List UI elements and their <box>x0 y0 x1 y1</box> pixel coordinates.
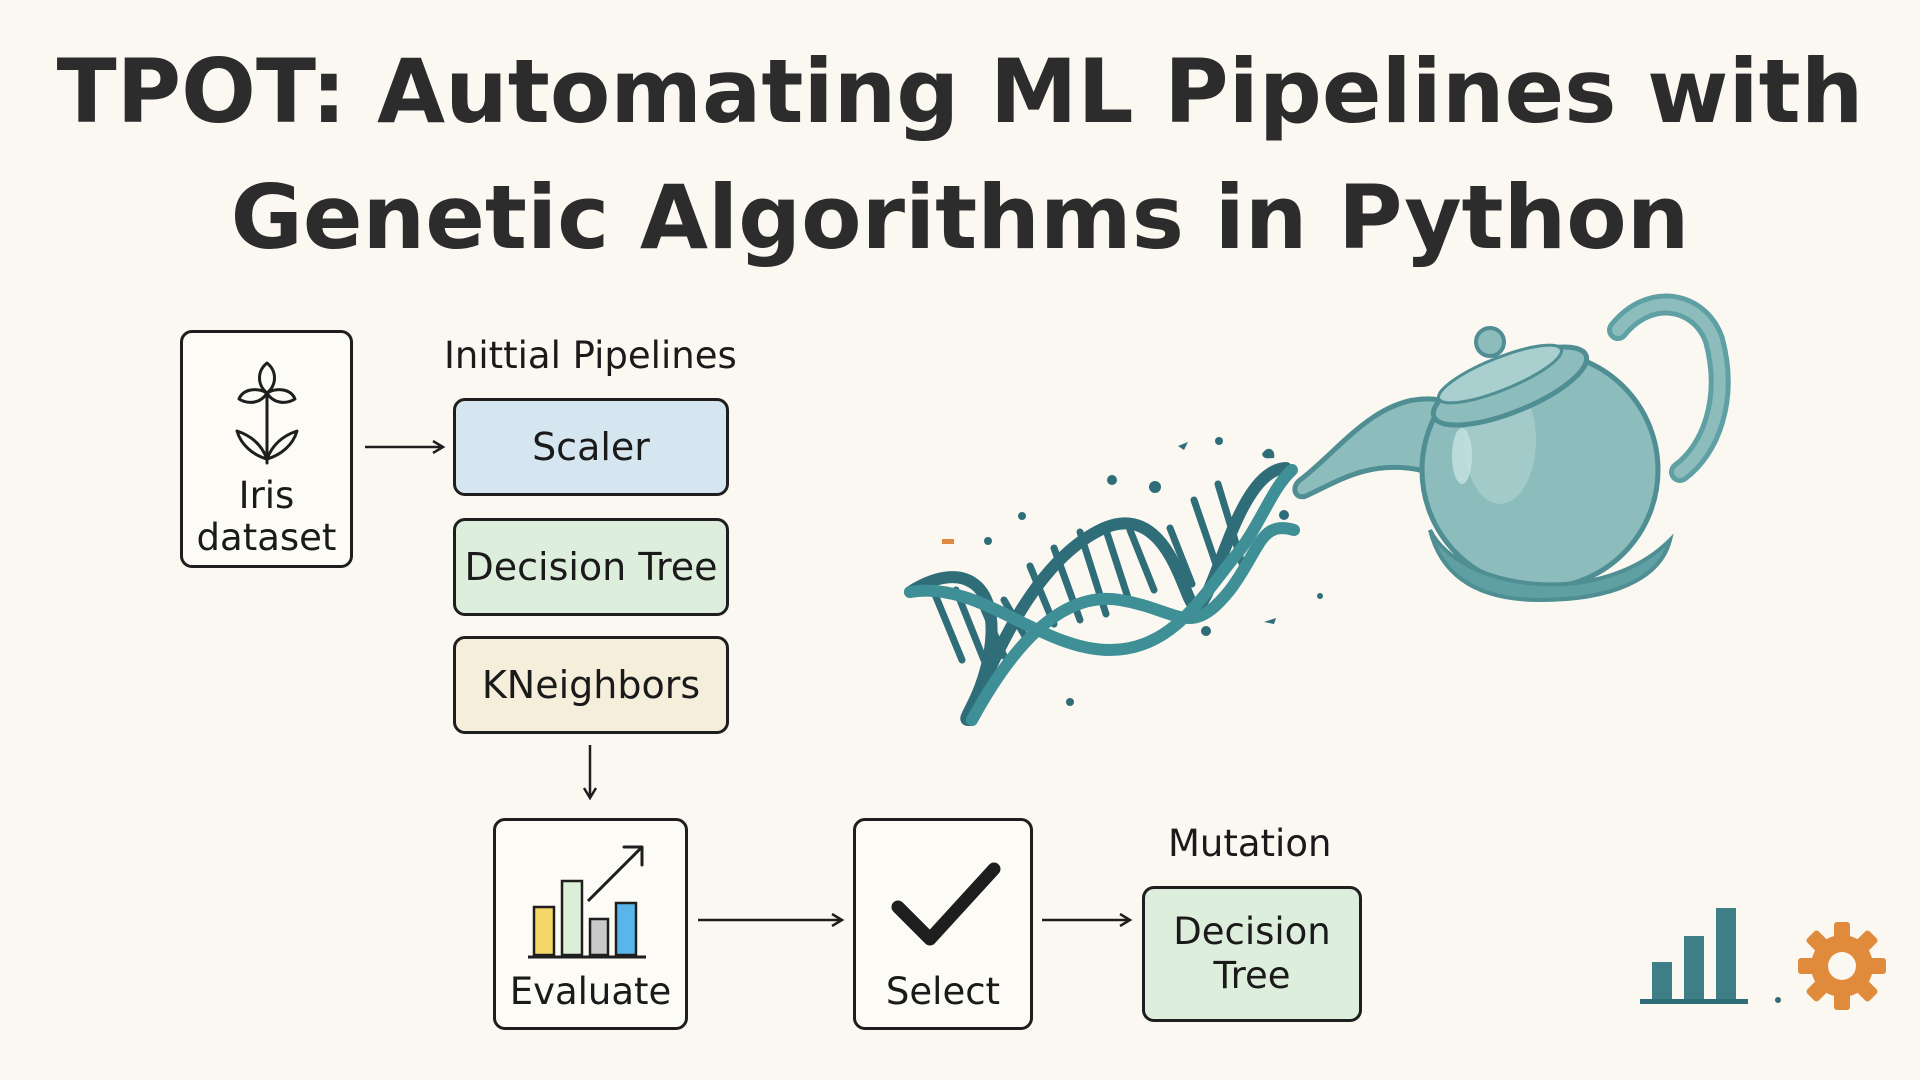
evaluate-label: Evaluate <box>509 970 672 1013</box>
eval-bar-3 <box>588 917 610 957</box>
mutation-decision-tree: Decision Tree <box>1142 886 1362 1022</box>
mutation-label-line-2: Tree <box>1213 954 1291 997</box>
corner-bar-1 <box>1652 962 1672 1000</box>
evaluate-box: Evaluate <box>493 818 688 1030</box>
dataset-box: Iris dataset <box>180 330 353 568</box>
title-line-1: TPOT: Automating ML Pipelines with <box>56 40 1864 143</box>
select-box: Select <box>853 818 1033 1030</box>
dataset-label-line-2: dataset <box>196 516 337 559</box>
corner-bar-2 <box>1684 936 1704 1000</box>
mutation-heading: Mutation <box>1168 822 1332 865</box>
mutation-label-line-1: Decision <box>1173 910 1331 953</box>
bar-chart-icon <box>1640 908 1748 1004</box>
initial-pipelines-heading: Inittial Pipelines <box>444 334 737 377</box>
checkmark-icon <box>891 862 1001 946</box>
dna-helix-icon <box>904 462 1300 727</box>
eval-bar-2 <box>560 879 584 957</box>
title-line-2: Genetic Algorithms in Python <box>230 166 1690 269</box>
bar-chart-trend-icon <box>528 845 646 959</box>
corner-bar-3 <box>1716 908 1736 1000</box>
pipeline-kneighbors: KNeighbors <box>453 636 729 734</box>
select-label: Select <box>885 970 1001 1013</box>
plant-icon <box>235 361 299 465</box>
pipeline-scaler: Scaler <box>453 398 729 496</box>
pipeline-decision-tree: Decision Tree <box>453 518 729 616</box>
eval-bar-1 <box>532 905 556 957</box>
particles <box>984 437 1781 1003</box>
orange-fleck <box>942 539 954 544</box>
teapot-icon <box>1292 293 1731 603</box>
gear-icon <box>1798 922 1886 1010</box>
eval-bar-4 <box>614 901 638 957</box>
dataset-label-line-1: Iris <box>238 474 295 517</box>
